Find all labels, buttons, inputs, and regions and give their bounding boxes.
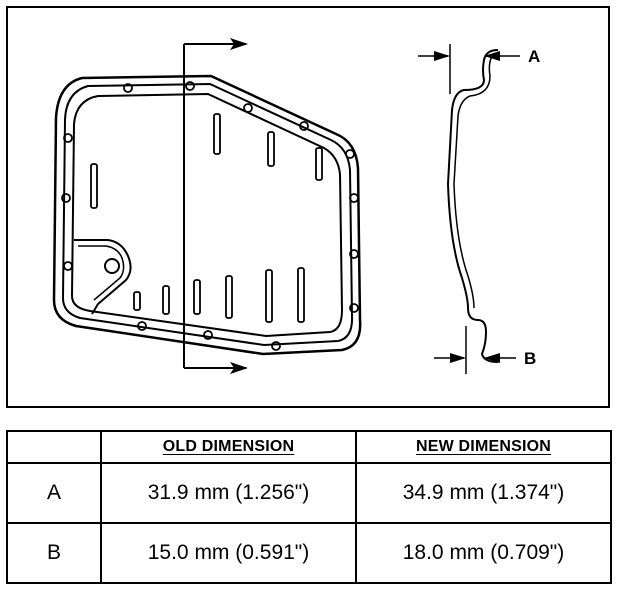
- callout-b: B: [524, 349, 536, 368]
- pan-outer-rim: [52, 74, 362, 356]
- pan-flange-line: [61, 82, 354, 347]
- section-profile: [446, 49, 499, 363]
- oil-pan-diagram: A B: [6, 6, 610, 408]
- pan-recess-inner: [78, 245, 125, 301]
- dim-b-right-arrow-icon: [484, 353, 500, 363]
- dim-b-left-arrow-icon: [450, 353, 466, 363]
- pan-recess: [74, 239, 132, 315]
- pan-cross-section: [418, 44, 520, 374]
- old-dimension-cell: 15.0 mm (0.591"): [100, 522, 357, 584]
- new-dimension-cell: 18.0 mm (0.709"): [355, 522, 612, 584]
- table-header-row: OLD DIMENSION NEW DIMENSION: [6, 430, 612, 464]
- bolt-holes: [61, 81, 359, 351]
- pan-inner-wall: [70, 92, 344, 338]
- section-cut-line: [183, 43, 246, 369]
- dim-a-right-arrow-icon: [484, 51, 500, 61]
- dimension-table: OLD DIMENSION NEW DIMENSION A 31.9 mm (1…: [6, 430, 612, 584]
- new-dimension-cell: 34.9 mm (1.374"): [355, 462, 612, 524]
- pan-ribs: [90, 113, 323, 323]
- pan-top-view: [52, 38, 362, 374]
- row-label: A: [6, 462, 102, 524]
- header-blank: [6, 430, 102, 464]
- callout-a: A: [528, 47, 540, 66]
- section-arrow-bottom-icon: [230, 362, 248, 374]
- old-dimension-cell: 31.9 mm (1.256"): [100, 462, 357, 524]
- section-arrow-top-icon: [230, 38, 248, 50]
- header-old-dimension: OLD DIMENSION: [100, 430, 357, 464]
- diagram-svg: A B: [52, 38, 540, 374]
- table-row: B 15.0 mm (0.591") 18.0 mm (0.709"): [6, 522, 612, 584]
- row-label: B: [6, 522, 102, 584]
- section-profile-inner: [453, 55, 493, 309]
- header-new-dimension: NEW DIMENSION: [355, 430, 612, 464]
- table-row: A 31.9 mm (1.256") 34.9 mm (1.374"): [6, 462, 612, 524]
- drain-plug-icon: [104, 258, 120, 274]
- dim-a-left-arrow-icon: [434, 51, 450, 61]
